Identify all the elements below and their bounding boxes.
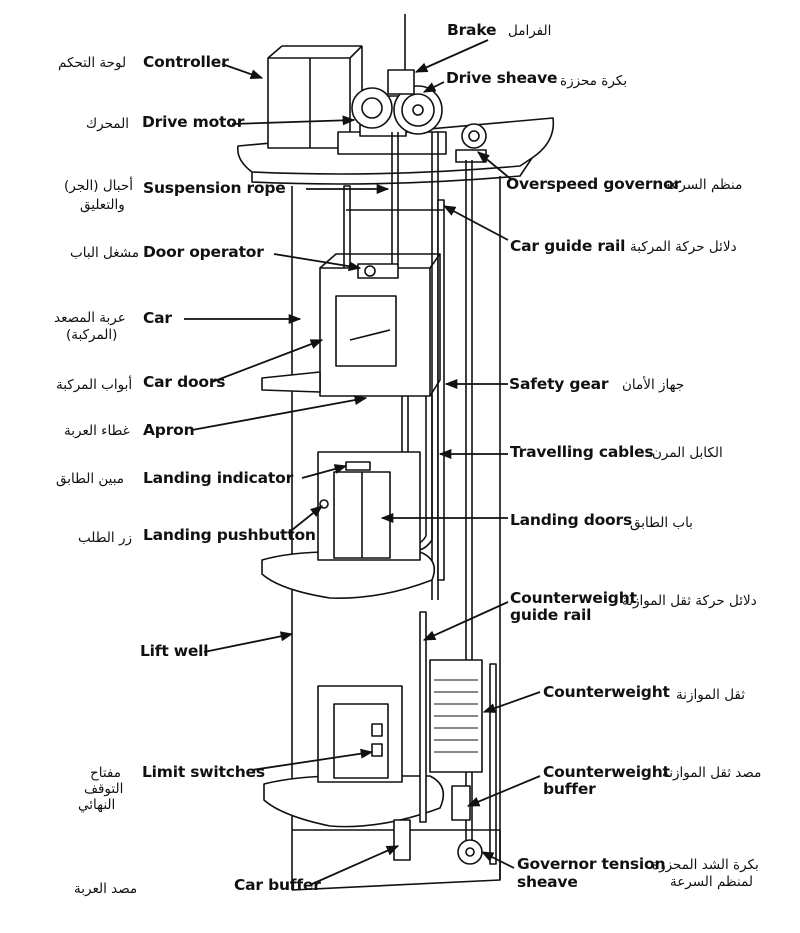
label-brake-en: Brake	[447, 21, 497, 39]
label-car-ar1: عربة المصعد	[54, 310, 126, 326]
label-door-operator-ar: مشغل الباب	[70, 245, 140, 261]
label-apron-en: Apron	[143, 421, 195, 439]
label-landing-pushbutton-en: Landing pushbutton	[143, 526, 316, 544]
label-travelling-cables-ar: الكابل المرن	[652, 445, 723, 461]
label-landing-indicator-ar: مبين الطابق	[56, 471, 125, 487]
label-travelling-cables-en: Travelling cables	[510, 443, 654, 461]
arrow-governor-tension-sheave	[480, 851, 515, 869]
arrow-car-guide-rail	[442, 205, 509, 241]
label-suspension-rope-ar2: والتعليق	[80, 197, 125, 213]
arrow-apron	[191, 395, 368, 431]
label-limit-switches-ar1: مفتاح	[90, 765, 121, 781]
label-car-guide-rail-ar: دلائل حركة المركبة	[630, 239, 737, 255]
label-suspension-rope-en: Suspension rope	[143, 179, 286, 197]
label-counterweight-ar: ثقل الموازنة	[676, 687, 746, 703]
label-car-guide-rail-en: Car guide rail	[510, 237, 626, 255]
label-car-ar2: (المركبة)	[66, 327, 118, 343]
arrow-limit-switches	[251, 748, 374, 771]
arrow-brake	[414, 39, 489, 73]
label-landing-doors-ar: باب الطابق	[630, 515, 693, 531]
label-governor-tension-sheave-ar2: لمنظم السرعة	[670, 874, 753, 890]
label-governor-tension-sheave-en2: sheave	[517, 873, 578, 891]
label-safety-gear-en: Safety gear	[509, 375, 609, 393]
label-landing-indicator-en: Landing indicator	[143, 469, 294, 487]
arrow-controller	[221, 63, 264, 80]
label-car-buffer-en: Car buffer	[234, 876, 321, 894]
arrow-car-doors	[211, 339, 324, 383]
arrow-counterweight-guide-rail	[422, 601, 509, 641]
label-suspension-rope-ar1: أحبال (الجر)	[64, 178, 133, 194]
label-brake-ar: الفرامل	[508, 23, 552, 39]
brake-block	[387, 69, 415, 95]
car-buffer-body	[393, 819, 411, 861]
arrow-drive-motor	[231, 115, 356, 126]
arrow-drive-sheave	[422, 81, 445, 93]
governor-wheel	[461, 123, 487, 149]
drive-sheave-wheel	[393, 85, 443, 135]
label-governor-tension-sheave-ar1: بكرة الشد المحززة	[652, 857, 759, 873]
arrow-counterweight	[482, 691, 541, 713]
label-counterweight-buffer-ar: مصد ثقل الموازنة	[662, 765, 762, 781]
label-limit-switches-en: Limit switches	[142, 763, 265, 781]
label-drive-motor-ar: المحرك	[86, 116, 129, 132]
drive-motor-body	[351, 87, 393, 129]
label-limit-switches-ar3: النهائي	[78, 797, 116, 813]
door-operator-box	[357, 263, 399, 279]
label-counterweight-guide-rail-en2: guide rail	[510, 606, 592, 624]
arrow-lift-well	[203, 631, 294, 653]
label-safety-gear-ar: جهاز الأمان	[622, 377, 685, 393]
label-landing-pushbutton-ar: زر الطلب	[78, 530, 132, 546]
label-controller-en: Controller	[143, 53, 229, 71]
label-overspeed-governor-ar: منظم السرعة	[664, 177, 743, 193]
label-door-operator-en: Door operator	[143, 243, 264, 261]
limit-switch-1	[371, 723, 383, 737]
label-car-en: Car	[143, 309, 172, 327]
label-counterweight-guide-rail-ar: دلائل حركة ثقل الموازنة	[622, 593, 757, 609]
label-drive-sheave-en: Drive sheave	[446, 69, 558, 87]
arrow-overspeed-governor	[477, 151, 513, 181]
car-cabin	[319, 267, 431, 397]
label-controller-ar: لوحة التحكم	[58, 55, 127, 71]
label-car-doors-en: Car doors	[143, 373, 226, 391]
arrow-landing-pushbutton	[291, 505, 323, 531]
label-counterweight-buffer-en1: Counterweight	[543, 763, 670, 781]
label-counterweight-guide-rail-en1: Counterweight	[510, 589, 637, 607]
label-counterweight-en: Counterweight	[543, 683, 670, 701]
label-car-buffer-ar: مصد العربة	[74, 881, 138, 897]
label-lift-well-en: Lift well	[140, 642, 209, 660]
controller-cabinet	[267, 57, 351, 149]
arrow-counterweight-buffer	[466, 775, 541, 807]
label-landing-doors-en: Landing doors	[510, 511, 632, 529]
tension-sheave-wheel	[457, 839, 483, 865]
label-car-doors-ar: أبواب المركبة	[56, 377, 133, 393]
label-limit-switches-ar2: التوقف	[84, 781, 124, 797]
label-counterweight-buffer-en2: buffer	[543, 780, 596, 798]
counterweight-buffer-body	[451, 785, 471, 821]
label-drive-motor-en: Drive motor	[142, 113, 245, 131]
label-drive-sheave-ar: بكرة محززة	[560, 73, 628, 89]
label-overspeed-governor-en: Overspeed governor	[506, 175, 682, 193]
label-governor-tension-sheave-en1: Governor tension	[517, 855, 666, 873]
arrow-car-buffer	[311, 845, 400, 885]
label-apron-ar: غطاء العربة	[64, 423, 130, 439]
arrow-landing-indicator	[301, 464, 348, 479]
arrow-door-operator	[273, 253, 362, 272]
